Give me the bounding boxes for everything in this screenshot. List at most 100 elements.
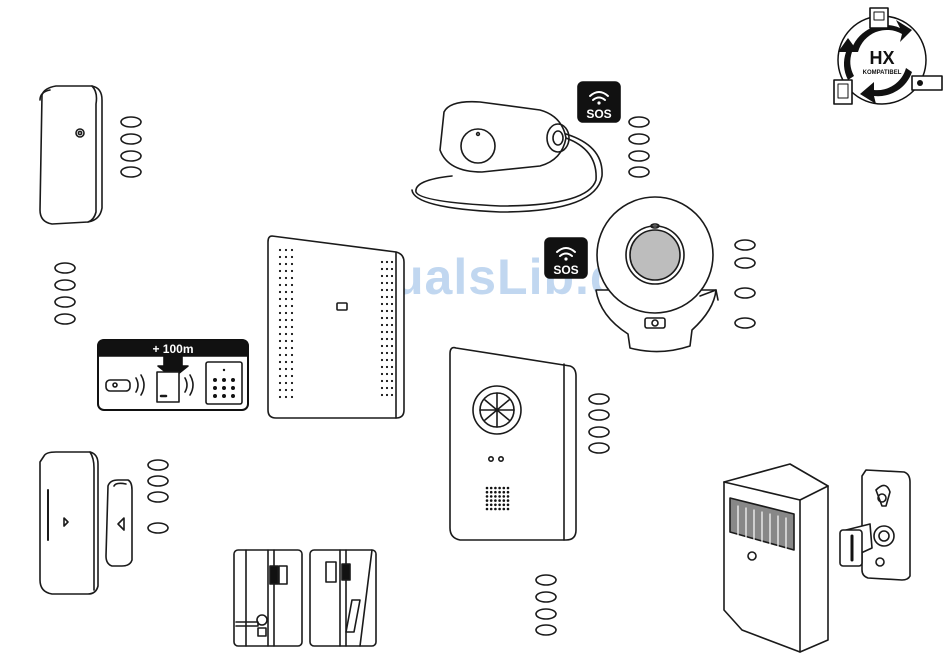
vent-dot xyxy=(285,396,287,398)
vent-dot xyxy=(279,305,281,307)
vent-dot xyxy=(279,270,281,272)
vent-dot xyxy=(381,338,383,340)
base-station-device xyxy=(268,236,404,418)
vent-dot xyxy=(291,298,293,300)
vent-dot xyxy=(279,382,281,384)
speaker-hole xyxy=(498,504,501,507)
hx-text: HX xyxy=(869,48,894,68)
indicator-ovals-7 xyxy=(536,575,556,635)
speaker-hole xyxy=(486,508,489,511)
vent-dot xyxy=(279,375,281,377)
vent-dot xyxy=(285,291,287,293)
vent-dot xyxy=(391,317,393,319)
speaker-hole xyxy=(490,487,493,490)
vent-dot xyxy=(381,352,383,354)
vent-dot xyxy=(381,275,383,277)
vent-dot xyxy=(391,303,393,305)
vent-dot xyxy=(291,249,293,251)
speaker-hole xyxy=(503,508,506,511)
vent-dot xyxy=(285,256,287,258)
vent-dot xyxy=(381,317,383,319)
vent-dot xyxy=(381,359,383,361)
speaker-hole xyxy=(498,495,501,498)
vent-dot xyxy=(279,277,281,279)
kompatibel-text: KOMPATIBEL xyxy=(863,70,902,76)
speaker-hole xyxy=(503,504,506,507)
vent-dot xyxy=(391,289,393,291)
speaker-hole xyxy=(494,491,497,494)
vent-dot xyxy=(386,317,388,319)
vent-dot xyxy=(291,361,293,363)
vent-dot xyxy=(391,352,393,354)
camera-doorbell-device xyxy=(450,348,576,540)
speaker-hole xyxy=(503,499,506,502)
vent-dot xyxy=(291,333,293,335)
vent-dot xyxy=(285,249,287,251)
speaker-hole xyxy=(507,487,510,490)
speaker-hole xyxy=(498,487,501,490)
vent-dot xyxy=(279,319,281,321)
vent-dot xyxy=(386,261,388,263)
vent-dot xyxy=(386,296,388,298)
vent-dot xyxy=(381,394,383,396)
vent-dot xyxy=(279,340,281,342)
speaker-hole xyxy=(507,499,510,502)
vent-dot xyxy=(386,373,388,375)
vent-dot xyxy=(285,389,287,391)
vent-dot xyxy=(285,326,287,328)
vent-dot xyxy=(391,324,393,326)
motion-detector-device xyxy=(724,464,828,652)
vent-dot xyxy=(285,340,287,342)
vent-dot xyxy=(386,310,388,312)
vent-dot xyxy=(279,396,281,398)
vent-dot xyxy=(391,345,393,347)
vent-dot xyxy=(291,277,293,279)
vent-dot xyxy=(291,319,293,321)
vent-dot xyxy=(381,373,383,375)
vent-dot xyxy=(285,312,287,314)
vent-dot xyxy=(386,345,388,347)
vent-dot xyxy=(386,394,388,396)
vent-dot xyxy=(291,375,293,377)
vent-dot xyxy=(391,373,393,375)
sos-pendant-device xyxy=(412,102,602,212)
speaker-hole xyxy=(494,508,497,511)
vent-dot xyxy=(391,310,393,312)
vent-dot xyxy=(291,389,293,391)
vent-dot xyxy=(391,359,393,361)
vent-dot xyxy=(381,303,383,305)
speaker-hole xyxy=(486,487,489,490)
vent-dot xyxy=(285,305,287,307)
speaker-hole xyxy=(486,499,489,502)
speaker-hole xyxy=(490,508,493,511)
vent-dot xyxy=(279,333,281,335)
vent-dot xyxy=(279,354,281,356)
range-text: + 100m xyxy=(152,342,193,356)
vent-dot xyxy=(386,338,388,340)
wall-sensor-device xyxy=(40,86,102,224)
sos-icon-top: SOS xyxy=(578,82,620,122)
vent-dot xyxy=(391,282,393,284)
sos-text-middle: SOS xyxy=(553,263,578,277)
vent-dot xyxy=(279,249,281,251)
vent-dot xyxy=(386,268,388,270)
vent-dot xyxy=(381,345,383,347)
vent-dot xyxy=(279,368,281,370)
vent-dot xyxy=(381,331,383,333)
vent-dot xyxy=(291,305,293,307)
vent-dot xyxy=(285,361,287,363)
vent-dot xyxy=(386,303,388,305)
vent-dot xyxy=(279,389,281,391)
indicator-ovals-5 xyxy=(589,394,609,453)
indicator-ovals-3 xyxy=(629,117,649,177)
speaker-hole xyxy=(498,499,501,502)
vent-dot xyxy=(291,263,293,265)
vent-dot xyxy=(285,333,287,335)
vent-dot xyxy=(391,366,393,368)
vent-dot xyxy=(279,291,281,293)
vent-dot xyxy=(291,368,293,370)
vent-dot xyxy=(291,340,293,342)
vent-dot xyxy=(386,324,388,326)
vent-dot xyxy=(386,359,388,361)
